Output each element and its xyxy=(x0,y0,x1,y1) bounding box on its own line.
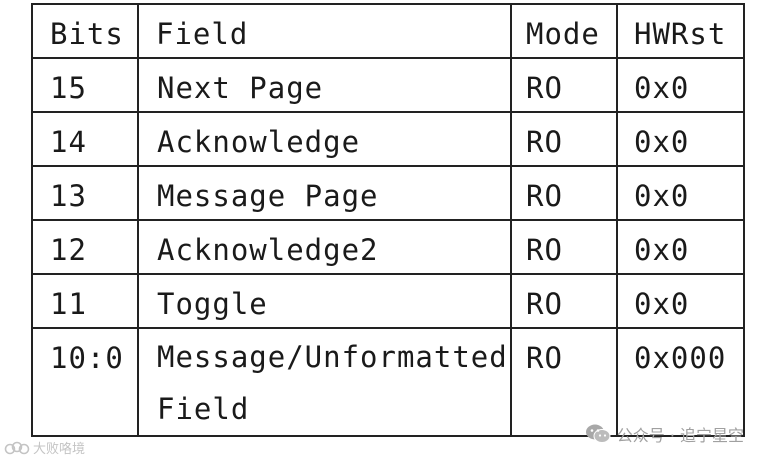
header-field: Field xyxy=(137,3,512,59)
table-row: 13 Message Page RO 0x0 xyxy=(31,165,745,221)
table-row: 11 Toggle RO 0x0 xyxy=(31,273,745,329)
wechat-icon xyxy=(585,423,611,445)
header-hwrst: HWRst xyxy=(616,3,745,59)
cell-bits: 13 xyxy=(31,165,139,221)
watermark-left: 大败咯境 xyxy=(4,438,85,457)
watermark-right-text: 公众号 · 追宁星空 xyxy=(616,426,744,445)
table-row: 10:0 Message/Unformatted Field RO 0x000 xyxy=(31,327,745,437)
register-table: Bits Field Mode HWRst 15 Next Page RO 0x… xyxy=(31,3,745,437)
watermark-left-text: 大败咯境 xyxy=(33,442,86,457)
cell-field: Toggle xyxy=(137,273,512,329)
cell-hwrst: 0x0 xyxy=(616,111,745,167)
watermark-right: 公众号 · 追宁星空 xyxy=(585,422,744,446)
header-mode: Mode xyxy=(510,3,618,59)
header-bits: Bits xyxy=(31,3,139,59)
cell-hwrst: 0x0 xyxy=(616,273,745,329)
cell-mode: RO xyxy=(510,111,618,167)
cell-field: Message Page xyxy=(137,165,512,221)
cell-mode: RO xyxy=(510,219,618,275)
cell-mode: RO xyxy=(510,165,618,221)
cell-mode: RO xyxy=(510,273,618,329)
cell-mode: RO xyxy=(510,327,618,437)
cell-bits: 15 xyxy=(31,57,139,113)
table-row: 12 Acknowledge2 RO 0x0 xyxy=(31,219,745,275)
cell-hwrst: 0x000 xyxy=(616,327,745,437)
cell-hwrst: 0x0 xyxy=(616,57,745,113)
table-header-row: Bits Field Mode HWRst xyxy=(31,3,745,59)
cell-field: Next Page xyxy=(137,57,512,113)
cell-bits: 10:0 xyxy=(31,327,139,437)
cell-field: Message/Unformatted Field xyxy=(137,327,512,437)
cell-field: Acknowledge xyxy=(137,111,512,167)
cell-hwrst: 0x0 xyxy=(616,165,745,221)
table-row: 15 Next Page RO 0x0 xyxy=(31,57,745,113)
cell-mode: RO xyxy=(510,57,618,113)
cell-bits: 12 xyxy=(31,219,139,275)
cell-hwrst: 0x0 xyxy=(616,219,745,275)
table-row: 14 Acknowledge RO 0x0 xyxy=(31,111,745,167)
cell-bits: 11 xyxy=(31,273,139,329)
cloud-logo-icon xyxy=(4,441,30,455)
cell-field: Acknowledge2 xyxy=(137,219,512,275)
cell-bits: 14 xyxy=(31,111,139,167)
